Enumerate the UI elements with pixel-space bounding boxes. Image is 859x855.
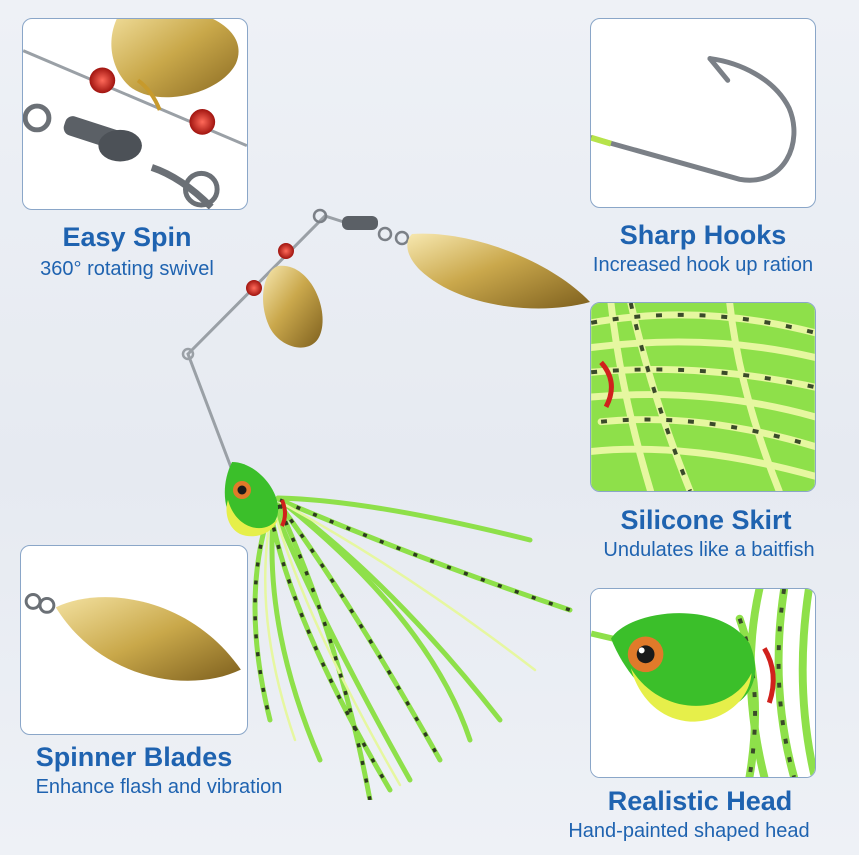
- spinnerbait-lure-illustration: [181, 208, 590, 800]
- swivel-closeup-illustration: [23, 19, 247, 209]
- easy-spin-title: Easy Spin: [62, 222, 192, 252]
- head-closeup-illustration: [591, 589, 815, 777]
- blade-closeup-illustration: [24, 592, 241, 681]
- easy-spin-image-panel: [22, 18, 248, 210]
- sharp-hooks-subtitle: Increased hook up ration: [592, 254, 814, 276]
- silicone-skirt-image-panel: [590, 302, 816, 492]
- realistic-head-title: Realistic Head: [607, 786, 793, 816]
- spinner-blades-image-panel: [20, 545, 248, 735]
- easy-spin-subtitle: 360° rotating swivel: [40, 258, 214, 280]
- sharp-hooks-image-panel: [590, 18, 816, 208]
- silicone-skirt-title: Silicone Skirt: [620, 505, 792, 535]
- realistic-head-image-panel: [590, 588, 816, 778]
- spinner-blades-subtitle: Enhance flash and vibration: [35, 776, 283, 798]
- realistic-head-subtitle: Hand-painted shaped head: [568, 820, 810, 842]
- sharp-hooks-title: Sharp Hooks: [619, 220, 787, 250]
- skirt-closeup-illustration: [591, 303, 815, 491]
- silicone-skirt-subtitle: Undulates like a baitfish: [603, 539, 815, 561]
- spinner-blades-title: Spinner Blades: [35, 742, 233, 772]
- hook-closeup-illustration: [591, 56, 797, 183]
